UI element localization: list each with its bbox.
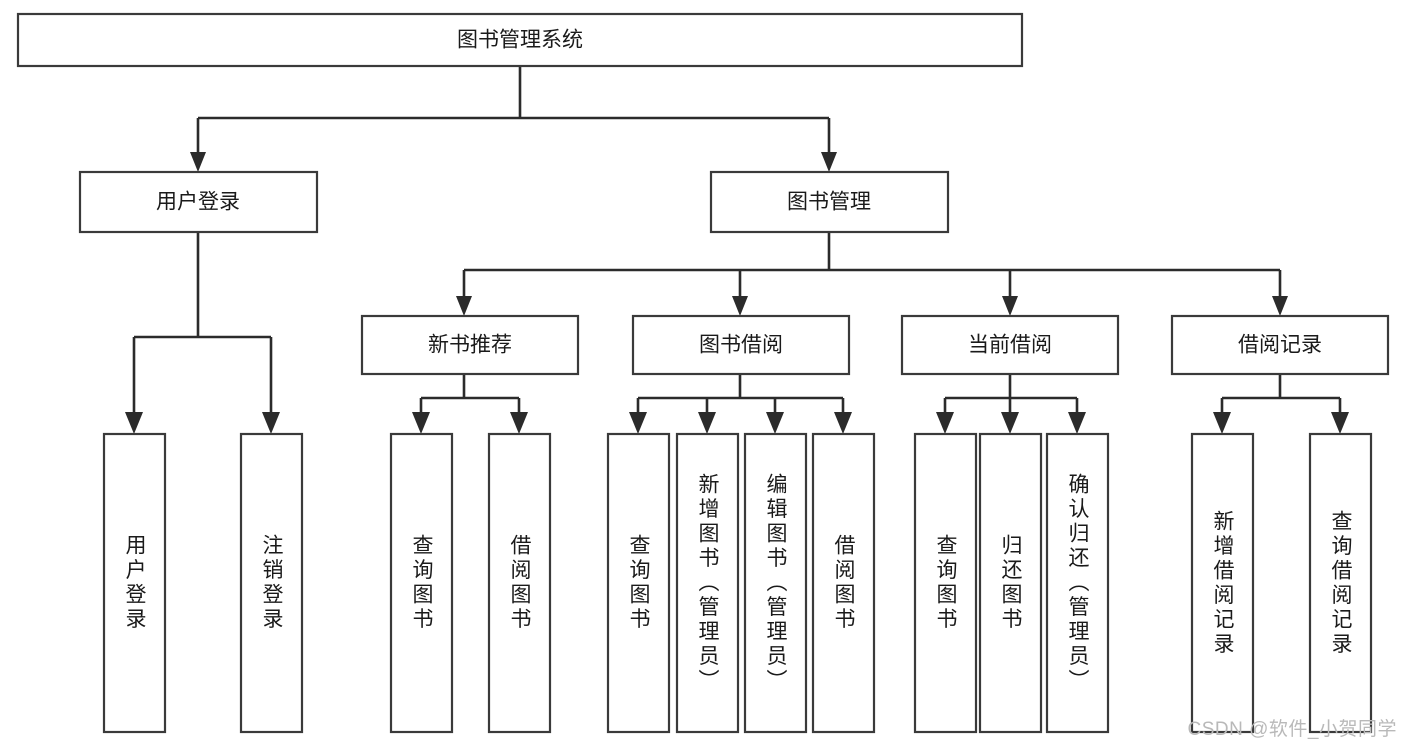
arrow-to-leaf-logout: [262, 412, 280, 434]
connector-group-root: [190, 66, 837, 172]
node-root[interactable]: [16, 12, 1024, 68]
node-book-borrow[interactable]: [631, 314, 851, 376]
leaf-box-cb-return[interactable]: [978, 432, 1043, 734]
leaf-box-bb-add[interactable]: [675, 432, 740, 734]
node-current-borrow[interactable]: [900, 314, 1120, 376]
node-borrow-record[interactable]: [1170, 314, 1390, 376]
node-book-borrow-label: 图书借阅: [699, 334, 783, 357]
leaf-box-nb-borrow[interactable]: [487, 432, 552, 734]
arrow-to-leaf-nb-query: [412, 412, 430, 434]
arrow-to-borrow-record: [1272, 296, 1288, 316]
leaf-box-bb-borrow[interactable]: [811, 432, 876, 734]
arrow-to-new-book: [456, 296, 472, 316]
node-user-login-label: 用户登录: [156, 191, 240, 214]
connector-borrow-record-to-leaves: [1220, 374, 1342, 418]
arrow-to-leaf-bb-query: [629, 412, 647, 434]
arrow-to-leaf-cb-confirm: [1068, 412, 1086, 434]
arrow-to-leaf-cb-return: [1001, 412, 1019, 434]
leaf-box-user-login[interactable]: [102, 432, 167, 734]
leaf-box-cb-query[interactable]: [913, 432, 978, 734]
node-new-book-recommend-label: 新书推荐: [428, 334, 512, 357]
connector-user-login-to-leaves: [132, 232, 273, 418]
connector-root-to-level2: [196, 66, 831, 158]
arrow-to-leaf-br-query: [1331, 412, 1349, 434]
arrow-to-leaf-bb-edit: [766, 412, 784, 434]
arrow-to-leaf-br-add: [1213, 412, 1231, 434]
node-user-login[interactable]: [78, 170, 319, 234]
leaf-box-bb-query[interactable]: [606, 432, 671, 734]
connector-book-borrow-to-leaves: [636, 374, 845, 418]
leaf-box-nb-query[interactable]: [389, 432, 454, 734]
connector-group-new-book: [412, 374, 528, 434]
arrow-to-leaf-bb-add: [698, 412, 716, 434]
node-current-borrow-label: 当前借阅: [968, 334, 1052, 357]
arrow-to-book-borrow: [732, 296, 748, 316]
arrow-to-leaf-nb-borrow: [510, 412, 528, 434]
leaf-box-br-add[interactable]: [1190, 432, 1255, 734]
connector-book-manage-to-level3: [462, 232, 1282, 300]
arrow-to-leaf-user-login: [125, 412, 143, 434]
node-borrow-record-label: 借阅记录: [1238, 334, 1322, 357]
node-root-label: 图书管理系统: [457, 29, 583, 52]
arrow-to-leaf-cb-query: [936, 412, 954, 434]
csdn-watermark: CSDN @软件_小贺同学: [1187, 719, 1397, 740]
connector-group-current-borrow: [936, 374, 1086, 434]
connector-new-book-to-leaves: [419, 374, 521, 418]
leaf-box-bb-edit[interactable]: [743, 432, 808, 734]
node-book-manage[interactable]: [709, 170, 950, 234]
connector-current-borrow-to-leaves: [943, 374, 1079, 418]
leaf-box-logout[interactable]: [239, 432, 304, 734]
node-book-manage-label: 图书管理: [787, 191, 871, 214]
connector-group-user-login: [125, 232, 280, 434]
connector-group-book-borrow: [629, 374, 852, 434]
arrow-to-book-manage: [821, 152, 837, 172]
arrow-to-current-borrow: [1002, 296, 1018, 316]
connector-group-book-manage: [456, 232, 1288, 316]
arrow-to-leaf-bb-borrow: [834, 412, 852, 434]
connector-group-borrow-record: [1213, 374, 1349, 434]
leaf-box-br-query[interactable]: [1308, 432, 1373, 734]
leaf-box-cb-confirm[interactable]: [1045, 432, 1110, 734]
arrow-to-user-login: [190, 152, 206, 172]
node-new-book-recommend[interactable]: [360, 314, 580, 376]
